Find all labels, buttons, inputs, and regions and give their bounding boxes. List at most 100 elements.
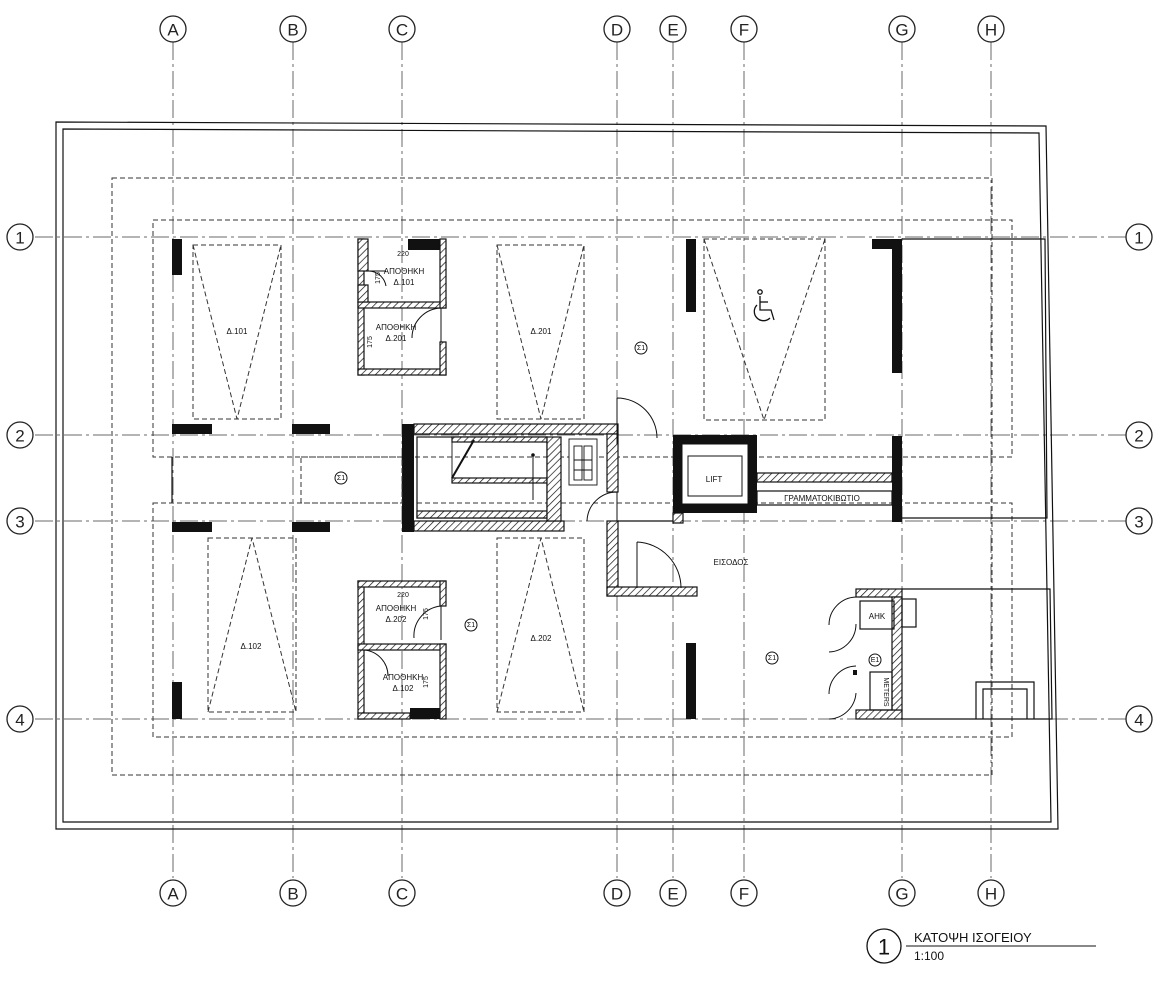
utility-wall — [891, 596, 903, 711]
grid-bubble-bottom-g — [888, 879, 916, 907]
grid-label-top-h: H — [985, 21, 997, 40]
lift-cabin — [687, 455, 743, 497]
grid-label-top-e: E — [667, 21, 678, 40]
grid-label-bottom-g: G — [895, 885, 908, 904]
column — [410, 708, 446, 719]
storage-label-d202-line2: Δ.202 — [386, 615, 407, 624]
stair-treads-lower — [416, 510, 548, 519]
dimension-label: 175 — [423, 608, 430, 620]
storage-wall — [439, 341, 447, 376]
mailbox-label: ΓΡΑΜΜΑΤΟΚΙΒΩΤΙΟ — [784, 494, 860, 503]
grid-label-top-d: D — [611, 21, 623, 40]
grid-label-top-g: G — [895, 21, 908, 40]
grid-bubble-right-2 — [1125, 421, 1153, 449]
upper-floor-outline-south — [152, 502, 1013, 738]
parking-label-d202: Δ.202 — [531, 634, 552, 643]
grid-bubble-top-e — [659, 15, 687, 43]
column — [172, 682, 182, 719]
stair-wall — [413, 423, 619, 435]
storage-door-swing — [413, 605, 442, 640]
wheelchair-icon — [753, 289, 775, 322]
storage-wall — [439, 580, 447, 607]
entrance-level-marker-label: Ε1 — [871, 657, 880, 664]
storage-label-d202-line1: ΑΠΟΘΗΚΗ — [376, 604, 417, 613]
utility-room: ΑΗΚ METERS — [828, 588, 917, 720]
entrance-wall — [606, 586, 698, 597]
level-marker-label: Σ1 — [637, 345, 645, 352]
grid-label-bottom-d: D — [611, 885, 623, 904]
parking-space-d102 — [207, 537, 297, 713]
column — [172, 522, 212, 532]
grid-bubble-top-f — [730, 15, 758, 43]
parking-space-diagonal — [192, 244, 282, 420]
grid-label-bottom-f: F — [739, 885, 749, 904]
lift-label: LIFT — [706, 475, 723, 484]
upper-floor-outline-north — [152, 219, 1013, 458]
level-marker-label: Σ1 — [768, 655, 776, 662]
grid-label-top-a: A — [167, 21, 179, 40]
grid-label-bottom-b: B — [287, 885, 298, 904]
grid-bubble-top-a — [159, 15, 187, 43]
stair-wall — [402, 424, 414, 532]
storage-block-south: 220 ΑΠΟΘΗΚΗ Δ.202 175 ΑΠΟΘΗΚΗ Δ.102 175 — [357, 580, 447, 720]
drawing-number-circle — [866, 928, 902, 964]
grid-bubble-bottom-a — [159, 879, 187, 907]
storage-wall — [357, 238, 369, 272]
grid-label-bottom-h: H — [985, 885, 997, 904]
parking-space-diagonal — [496, 537, 585, 713]
grid-bubble-left-2 — [6, 421, 34, 449]
storage-wall — [439, 643, 447, 720]
level-marker — [464, 618, 478, 632]
grid-bubble-right-1 — [1125, 223, 1153, 251]
parking-label-d102: Δ.102 — [241, 642, 262, 651]
parking-space-diagonal — [496, 244, 585, 420]
storage-door-swing — [363, 649, 389, 680]
lift-wall — [672, 512, 684, 524]
grid-label-bottom-c: C — [396, 885, 408, 904]
column — [892, 239, 902, 373]
drawing-scale: 1:100 — [914, 949, 944, 963]
grid-bubble-top-b — [279, 15, 307, 43]
stair-door-swing — [586, 491, 618, 522]
utility-wall — [855, 709, 903, 720]
mailbox-unit — [756, 490, 893, 506]
storage-wall — [357, 643, 447, 651]
parking-space-d202 — [496, 537, 585, 713]
grid-label-left-1: 1 — [15, 229, 24, 248]
stair-lift-icon — [568, 438, 598, 486]
grid-bubble-bottom-c — [388, 879, 416, 907]
dimension-label: 220 — [397, 251, 409, 258]
utility-door-swing — [828, 596, 857, 653]
utility-door-swing — [828, 665, 857, 720]
entrance-level-marker — [868, 653, 882, 667]
east-step-inner — [982, 688, 1028, 719]
grid-label-right-1: 1 — [1134, 229, 1143, 248]
drawing-number: 1 — [878, 935, 890, 960]
column — [872, 239, 902, 249]
grid-label-left-2: 2 — [15, 427, 24, 446]
storage-label-d201-line2: Δ.201 — [386, 334, 407, 343]
grid-label-left-4: 4 — [15, 711, 24, 730]
stair-wall — [606, 433, 619, 493]
stair-direction-arrow-icon — [531, 453, 535, 500]
ahk-cabinet — [859, 600, 895, 630]
building-setback-line — [111, 177, 993, 776]
grid-label-left-3: 3 — [15, 513, 24, 532]
covered-passage — [300, 456, 403, 504]
level-marker — [765, 651, 779, 665]
level-marker — [334, 471, 348, 485]
storage-label-d101-line1: ΑΠΟΘΗΚΗ — [384, 267, 425, 276]
dimension-label: 175 — [367, 336, 374, 348]
column — [408, 239, 445, 250]
stair-door-swing — [616, 397, 658, 444]
east-step-outline — [975, 681, 1035, 719]
parking-spaces: Δ.101 Δ.201 Δ.102 Δ.202 — [192, 238, 826, 713]
column — [686, 643, 696, 719]
storage-wall — [357, 284, 369, 303]
stair-core — [402, 397, 658, 532]
drawing-title: ΚΑΤΟΨΗ ΙΣΟΓΕΙΟΥ — [914, 930, 1032, 945]
storage-door-swing — [411, 307, 442, 342]
mailbox-wall — [756, 472, 893, 483]
dimension-label: 220 — [397, 592, 409, 599]
entrance-label: ΕΙΣΟΔΟΣ — [714, 558, 749, 567]
